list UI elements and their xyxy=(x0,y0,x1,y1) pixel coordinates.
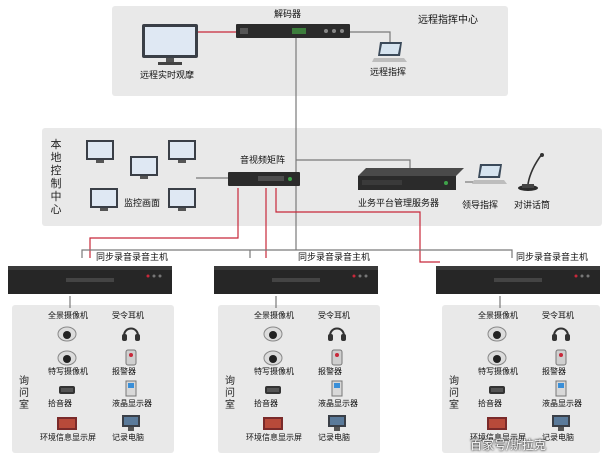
room-device-label: 环境信息显示屏 xyxy=(470,433,526,442)
room-title: 询问室 xyxy=(225,376,235,411)
matrix-icon xyxy=(228,172,300,186)
wire-remote-laptop xyxy=(350,31,391,44)
microphone-icon xyxy=(518,153,544,191)
remote-view-label: 远程实时观摩 xyxy=(140,71,195,81)
camera-dome-icon xyxy=(262,324,284,346)
local-center-title: 本地控制中心 xyxy=(50,138,62,216)
recorder-label-2: 同步录音录音主机 xyxy=(298,253,371,263)
room-device-label: 全景摄像机 xyxy=(48,311,88,320)
camera-dome-icon xyxy=(56,348,78,370)
room-device-label: 拾音器 xyxy=(478,399,502,408)
wire-server xyxy=(296,159,411,168)
lcd-display-icon xyxy=(120,380,142,402)
headset-icon xyxy=(550,324,572,346)
room-device-label: 拾音器 xyxy=(254,399,278,408)
record-pc-icon xyxy=(326,414,348,436)
microphone-pickup-icon xyxy=(56,380,78,402)
wire-matrix-r1 xyxy=(89,188,239,258)
room-device-label: 受令耳机 xyxy=(112,311,144,320)
recorder-icon xyxy=(436,266,600,294)
record-pc-icon xyxy=(120,414,142,436)
recorder-icon xyxy=(8,266,172,294)
room-device-label: 受令耳机 xyxy=(542,311,574,320)
camera-dome-icon xyxy=(486,348,508,370)
room-device-label: 特写摄像机 xyxy=(48,367,88,376)
room-device-label: 记录电脑 xyxy=(318,433,350,442)
room-zone-1 xyxy=(12,305,174,453)
room-device-label: 液晶显示器 xyxy=(112,399,152,408)
room-device-label: 报警器 xyxy=(542,367,566,376)
recorder-label-1: 同步录音录音主机 xyxy=(96,253,169,263)
wire-matrix-r3 xyxy=(275,188,440,263)
server-icon xyxy=(358,168,464,190)
wire-net-r3 xyxy=(296,249,513,258)
room-title: 询问室 xyxy=(449,376,459,411)
room-device-label: 全景摄像机 xyxy=(478,311,518,320)
room-device-label: 记录电脑 xyxy=(542,433,574,442)
leader-command-label: 领导指挥 xyxy=(462,201,499,211)
room-device-label: 环境信息显示屏 xyxy=(40,433,96,442)
alarm-icon xyxy=(326,348,348,370)
camera-dome-icon xyxy=(486,324,508,346)
monitor-screens-label: 监控画面 xyxy=(124,199,161,209)
alarm-icon xyxy=(550,348,572,370)
leader-laptop-icon xyxy=(472,164,507,184)
room-zone-3 xyxy=(442,305,600,453)
room-device-label: 拾音器 xyxy=(48,399,72,408)
env-display-icon xyxy=(262,414,284,436)
room-zone-2 xyxy=(218,305,380,453)
room-device-label: 记录电脑 xyxy=(112,433,144,442)
env-display-icon xyxy=(486,414,508,436)
lcd-display-icon xyxy=(550,380,572,402)
record-pc-icon xyxy=(550,414,572,436)
room-device-label: 环境信息显示屏 xyxy=(246,433,302,442)
room-device-label: 特写摄像机 xyxy=(478,367,518,376)
recorder-icon xyxy=(214,266,378,294)
env-display-icon xyxy=(56,414,78,436)
remote-center-title: 远程指挥中心 xyxy=(418,15,478,26)
room-device-label: 液晶显示器 xyxy=(542,399,582,408)
headset-icon xyxy=(120,324,142,346)
room-device-label: 液晶显示器 xyxy=(318,399,358,408)
room-device-label: 报警器 xyxy=(112,367,136,376)
camera-dome-icon xyxy=(262,348,284,370)
wire-net-r1 xyxy=(81,249,296,258)
remote-laptop-icon xyxy=(372,42,407,62)
headset-icon xyxy=(326,324,348,346)
lcd-display-icon xyxy=(326,380,348,402)
alarm-icon xyxy=(120,348,142,370)
room-device-label: 报警器 xyxy=(318,367,342,376)
remote-monitor-icon xyxy=(142,24,198,65)
room-device-label: 特写摄像机 xyxy=(254,367,294,376)
remote-command-label: 远程指挥 xyxy=(370,68,407,78)
intercom-label: 对讲话筒 xyxy=(514,201,551,211)
microphone-pickup-icon xyxy=(486,380,508,402)
decoder-icon xyxy=(236,24,350,38)
room-device-label: 受令耳机 xyxy=(318,311,350,320)
room-title: 询问室 xyxy=(19,376,29,411)
watermark: 百家号/斯拉克 xyxy=(470,438,547,452)
recorder-label-3: 同步录音录音主机 xyxy=(516,253,589,263)
local-center-zone xyxy=(42,128,602,226)
monitor-screens-icon xyxy=(86,140,196,211)
microphone-pickup-icon xyxy=(262,380,284,402)
server-label: 业务平台管理服务器 xyxy=(358,199,440,209)
room-device-label: 全景摄像机 xyxy=(254,311,294,320)
decoder-label: 解码器 xyxy=(274,10,302,20)
matrix-label: 音视频矩阵 xyxy=(240,156,286,166)
camera-dome-icon xyxy=(56,324,78,346)
